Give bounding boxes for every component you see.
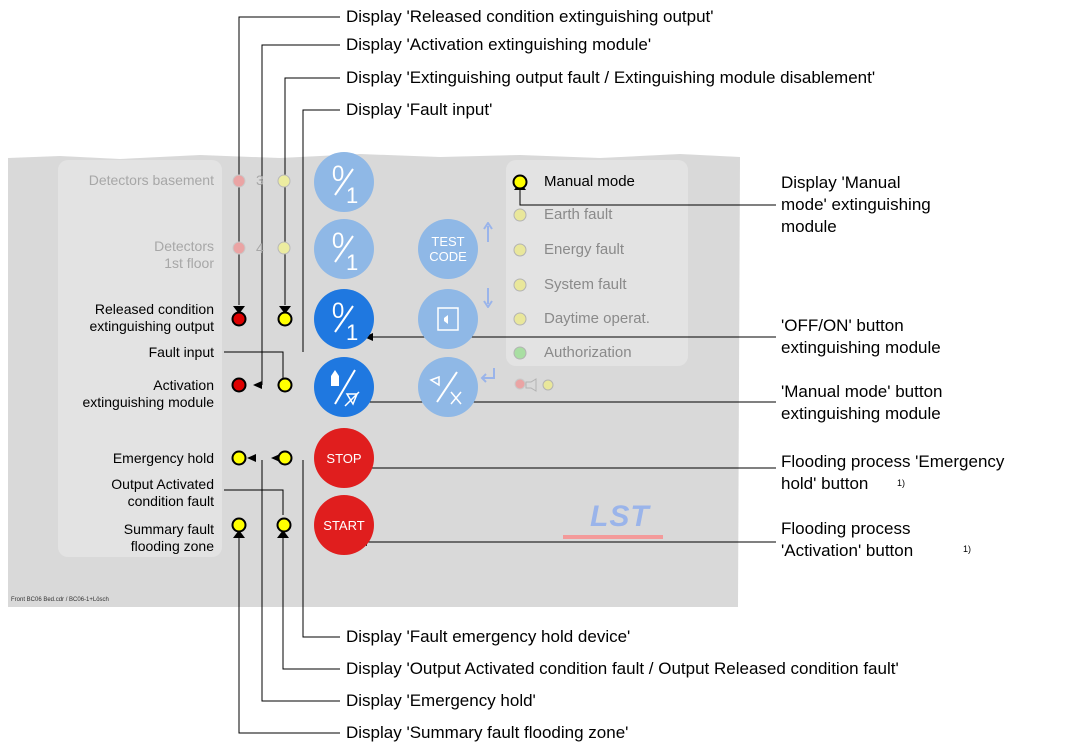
test-code-label: TEST CODE	[429, 234, 467, 264]
off-on-button-extinguishing[interactable]: 0 1	[313, 288, 375, 350]
reset-button[interactable]	[417, 356, 481, 418]
callout-emergency-hold-button: Flooding process 'Emergency hold' button	[781, 452, 1005, 493]
buzzer-icon	[525, 378, 554, 392]
footnote-mark: 1)	[897, 478, 906, 488]
led-buzzer-red	[514, 378, 526, 390]
callout-fault-input: Display 'Fault input'	[346, 100, 493, 119]
svg-text:0: 0	[332, 228, 344, 253]
led-zone3-red	[232, 174, 246, 188]
label-output-activated: Output Activated condition fault	[111, 476, 214, 509]
start-button-label: START	[323, 518, 365, 533]
callout-activation-button: Flooding process 'Activation' button	[781, 519, 914, 560]
label-released-condition: Released condition extinguishing output	[89, 301, 214, 334]
svg-text:0: 0	[332, 298, 344, 323]
led-emergency-hold	[231, 450, 247, 466]
stop-button-label: STOP	[326, 451, 362, 466]
led-summary-fault	[231, 517, 247, 533]
callout-extinguishing-fault: Display 'Extinguishing output fault / Ex…	[346, 68, 876, 87]
status-leds	[512, 174, 528, 390]
callout-emergency-hold: Display 'Emergency hold'	[346, 691, 536, 710]
svg-text:1: 1	[346, 250, 358, 275]
lst-logo: LST	[590, 500, 650, 533]
callout-summary-fault: Display 'Summary fault flooding zone'	[346, 723, 629, 742]
left-leds	[231, 174, 293, 533]
led-label-energy-fault: Energy fault	[544, 241, 625, 258]
zone-number: 3	[256, 172, 264, 188]
manual-mode-button[interactable]	[313, 356, 375, 418]
off-on-button-zone4[interactable]: 0 1	[313, 218, 375, 280]
footnote-mark: 1)	[963, 544, 972, 554]
enter-arrow-icon	[480, 368, 495, 383]
label-activation: Activation extinguishing module	[82, 377, 214, 410]
callout-output-fault: Display 'Output Activated condition faul…	[346, 659, 899, 678]
led-fault-emergency-hold	[277, 450, 293, 466]
label-emergency-hold: Emergency hold	[112, 450, 214, 466]
svg-text:1: 1	[346, 320, 358, 345]
led-energy-fault	[513, 243, 527, 257]
led-manual-mode	[512, 174, 528, 190]
led-label-earth-fault: Earth fault	[544, 206, 613, 223]
callout-activation: Display 'Activation extinguishing module…	[346, 35, 652, 54]
led-zone4-red	[232, 241, 246, 255]
mute-button[interactable]	[417, 288, 481, 350]
stop-button[interactable]	[313, 427, 375, 489]
arrow-down-icon	[483, 288, 493, 308]
led-extinguishing-fault	[277, 311, 293, 327]
callout-off-on-button: 'OFF/ON' button extinguishing module	[781, 316, 941, 357]
label-detectors-1st-floor: Detectors 1st floor	[154, 238, 214, 271]
led-label-daytime: Daytime operat.	[544, 310, 650, 327]
label-summary-fault: Summary fault flooding zone	[123, 521, 214, 554]
arrow-up-icon	[483, 222, 493, 242]
led-earth-fault	[513, 208, 527, 222]
zone-number: 4	[256, 240, 264, 256]
svg-text:1: 1	[346, 183, 358, 208]
off-on-button-zone3[interactable]: 0 1	[313, 151, 375, 213]
led-label-system-fault: System fault	[544, 276, 627, 293]
footer-note: Front BC06 Bed.cdr / BC06-1+Lösch	[11, 597, 109, 603]
led-zone3-yellow	[277, 174, 291, 188]
led-released-condition	[231, 311, 247, 327]
callout-manual-mode-button: 'Manual mode' button extinguishing modul…	[781, 382, 943, 423]
test-code-button[interactable]	[417, 218, 481, 280]
svg-text:0: 0	[332, 161, 344, 186]
label-detectors-basement: Detectors basement	[88, 172, 214, 188]
led-system-fault	[513, 278, 527, 292]
callout-manual-mode-display: Display 'Manual mode' extinguishing modu…	[781, 173, 931, 236]
led-output-fault	[276, 517, 292, 533]
led-activation	[231, 377, 247, 393]
callout-released-condition: Display 'Released condition extinguishin…	[346, 7, 714, 26]
led-fault-input	[277, 377, 293, 393]
led-daytime	[513, 312, 527, 326]
led-label-manual-mode: Manual mode	[544, 173, 635, 190]
led-authorization	[513, 346, 527, 360]
label-fault-input: Fault input	[148, 344, 214, 360]
led-zone4-yellow	[277, 241, 291, 255]
led-label-authorization: Authorization	[544, 344, 632, 361]
callout-fault-emergency-hold: Display 'Fault emergency hold device'	[346, 627, 631, 646]
start-button[interactable]	[313, 494, 375, 556]
